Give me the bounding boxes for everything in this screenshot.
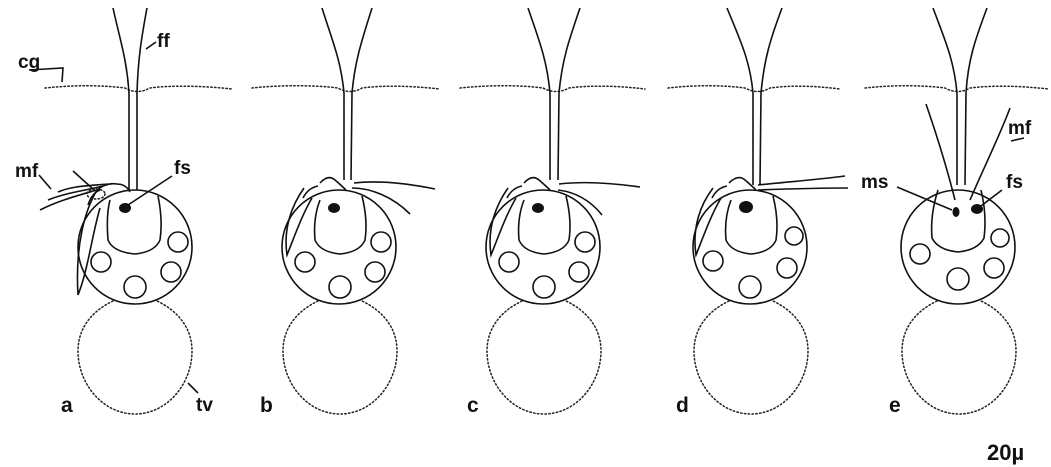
leader-line [146,42,156,49]
vesicle [161,262,181,282]
flagellum-strand [137,8,147,190]
label-cg: cg [18,52,40,73]
panel-letter-c: c [467,394,479,417]
panel-d: d [668,8,848,417]
cell-apex-outline [729,178,756,190]
label-tv: tv [196,395,213,416]
panel-b: b [252,8,440,417]
scale-label: 20µ [987,440,1024,465]
flagellar-swelling [328,203,340,213]
vesicle [703,251,723,271]
panel-c: c [460,8,645,417]
cell-apex-outline [524,178,550,190]
leader-line [39,175,51,189]
label-mf: mf [15,161,39,182]
leader-line [188,383,198,393]
vesicle [991,229,1009,247]
flagellum-strand [727,8,753,185]
membrane-flap [303,186,318,198]
flagellum-strand [351,8,372,180]
cell-surface-line [252,86,440,92]
membrane-flap [507,186,522,198]
nucleus-outline [519,196,570,254]
label-ms: ms [861,172,888,193]
panel-letter-b: b [260,394,273,417]
label-fs: fs [174,158,191,179]
mf-flagellum [970,108,1010,200]
flagellum-strand [965,8,987,185]
flagellar-swelling [532,203,544,213]
mf-flagellum [354,182,435,189]
ms-granule [953,207,960,217]
panel-e: mf ms fs e [861,8,1049,417]
vesicle [575,232,595,252]
vesicle [984,258,1004,278]
vesicle [947,268,969,290]
vesicle [785,227,803,245]
panel-a: ff cg mf fs tv a [15,8,232,417]
vesicle [910,244,930,264]
vesicle [569,262,589,282]
cell-apex-outline [320,178,346,190]
nucleus-outline [932,190,985,252]
tail-vesicle-outline [78,301,192,414]
label-fs: fs [1006,172,1023,193]
leader-line [897,187,952,210]
mf-flagellum [352,188,410,214]
tail-vesicle-outline [283,301,397,414]
flagellum-strand [528,8,550,180]
vesicle [533,276,555,298]
flagellum-strand [933,8,957,185]
tail-vesicle-outline [694,301,808,414]
panel-letter-e: e [889,394,901,417]
vesicle [499,252,519,272]
nucleus-outline [315,196,366,254]
vesicle [371,232,391,252]
panel-letter-d: d [676,394,689,417]
vesicle [295,252,315,272]
panel-letter-a: a [61,394,73,417]
mf-flagellum [758,188,848,190]
label-ff: ff [157,31,170,52]
vesicle [777,258,797,278]
tail-vesicle-outline [487,301,601,414]
vesicle [168,232,188,252]
cell-surface-line [460,86,645,92]
vesicle [329,276,351,298]
flagellar-swelling [739,201,753,213]
membrane-flap [490,188,516,255]
flagellum-strand [113,8,129,190]
vesicle [739,276,761,298]
nucleus-outline [107,196,161,254]
label-mf: mf [1008,118,1032,139]
mf-flagellum [758,176,845,185]
cell-surface-line [668,86,840,92]
vesicle [91,252,111,272]
mf-flagellum [926,104,955,200]
flagellum-strand [322,8,344,180]
flagellum-strand [760,8,782,185]
vesicle [365,262,385,282]
flagellum-strand [558,8,580,180]
cell-surface-line [45,86,232,92]
vesicle [124,276,146,298]
leader-line [981,190,1002,206]
cell-body-outline [78,190,192,304]
membrane-flap [286,188,312,255]
tail-vesicle-outline [902,301,1016,414]
mf-flagellum [559,183,640,187]
